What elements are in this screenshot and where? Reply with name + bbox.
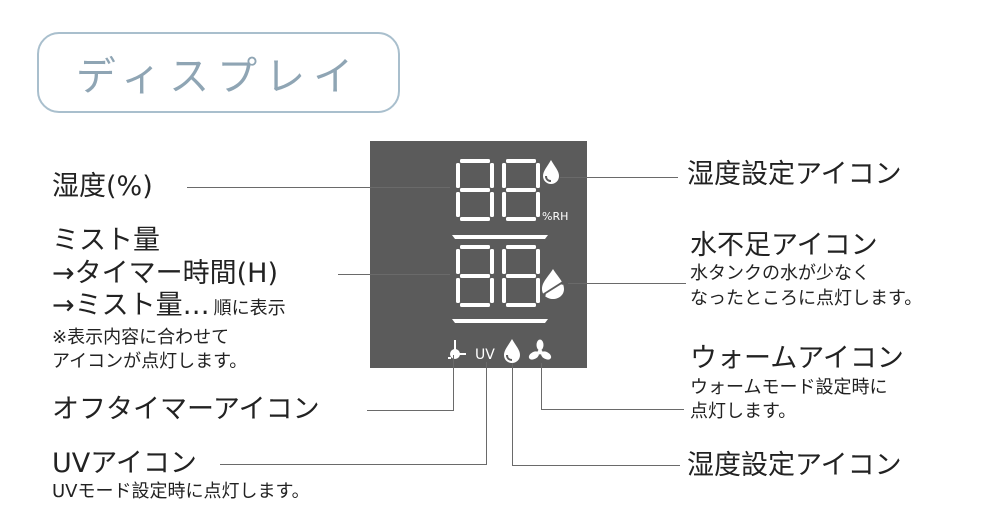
humidity-drop-icon [504,339,520,363]
lcd-segment [506,245,536,249]
label-mist-line3-main: →ミスト量… [52,290,210,321]
leader-uv-v [486,362,487,465]
label-mist-note1: ※表示内容に合わせて [52,327,230,348]
label-mist-note2: アイコンが点灯します。 [52,351,248,372]
plug-icon [448,340,466,359]
label-mist-line3: →ミスト量…順に表示 [52,290,286,322]
lcd-segment [490,163,494,188]
lcd-segment [506,188,536,192]
label-warm-desc2: 点灯します。 [690,401,797,422]
lcd-segment [506,159,536,163]
leader-mist [338,274,450,275]
leader-uv-h [220,464,487,465]
leader-humidity [187,187,450,188]
label-humidity-set-bottom: 湿度設定アイコン [687,450,902,481]
digits-top [456,159,540,221]
lcd-segment [460,159,490,163]
lcd-segment [490,278,494,303]
label-uv-desc: UVモード設定時に点灯します。 [52,481,310,502]
label-water-shortage-desc2: なったところに点灯します。 [690,288,923,309]
water-drop-icon [543,160,559,184]
lcd-segment [502,163,506,188]
label-warm: ウォームアイコン [690,343,904,374]
page-title: ディスプレイ [75,53,362,100]
leader-off-timer-h [367,410,454,411]
leader-off-timer-v [453,355,454,411]
lcd-segment [506,274,536,278]
label-off-timer: オフタイマーアイコン [52,394,320,425]
lcd-segment [502,249,506,274]
label-mist-line1: ミスト量 [52,225,160,256]
water-shortage-icon [541,269,565,299]
leader-humidity-set-bottom-v [512,363,513,466]
lcd-segment [506,303,536,307]
leader-humidity-set-top [560,177,678,178]
divider-top [452,235,548,239]
lcd-segment [502,278,506,303]
display-panel: %RH UV [370,141,587,368]
lcd-segment [536,192,540,217]
leader-warm-v [541,363,542,410]
uv-indicator: UV [475,347,495,363]
lcd-segment [536,249,540,274]
label-warm-desc1: ウォームモード設定時に [690,377,888,398]
lcd-segment [490,192,494,217]
lcd-segment [536,278,540,303]
label-uv: UVアイコン [52,448,197,479]
lcd-segment [502,192,506,217]
divider-bottom [452,319,548,323]
lcd-segment [456,163,460,188]
label-humidity-set-top: 湿度設定アイコン [687,159,902,190]
label-mist-line3-sub: 順に表示 [213,298,286,319]
lcd-segment [460,274,490,278]
label-humidity: 湿度(%) [52,171,153,202]
lcd-segment [460,303,490,307]
label-water-shortage-desc1: 水タンクの水が少なく [690,263,870,284]
lcd-segment [460,217,490,221]
lcd-segment [506,217,536,221]
leader-warm-h [541,409,684,410]
lcd-segment [460,188,490,192]
lcd-segment [456,192,460,217]
title-box: ディスプレイ [37,32,400,113]
digits-bottom [456,245,540,307]
lcd-display: %RH UV [448,159,568,363]
lcd-segment [490,249,494,274]
lcd-segment [536,163,540,188]
lcd-segment [456,278,460,303]
unit-label: %RH [542,210,568,223]
fan-icon [528,339,552,360]
leader-humidity-set-bottom-h [512,465,680,466]
lcd-segment [456,249,460,274]
label-mist-line2: →タイマー時間(H) [52,258,278,289]
label-water-shortage: 水不足アイコン [690,230,878,261]
lcd-segment [460,245,490,249]
leader-water-shortage [568,283,686,284]
